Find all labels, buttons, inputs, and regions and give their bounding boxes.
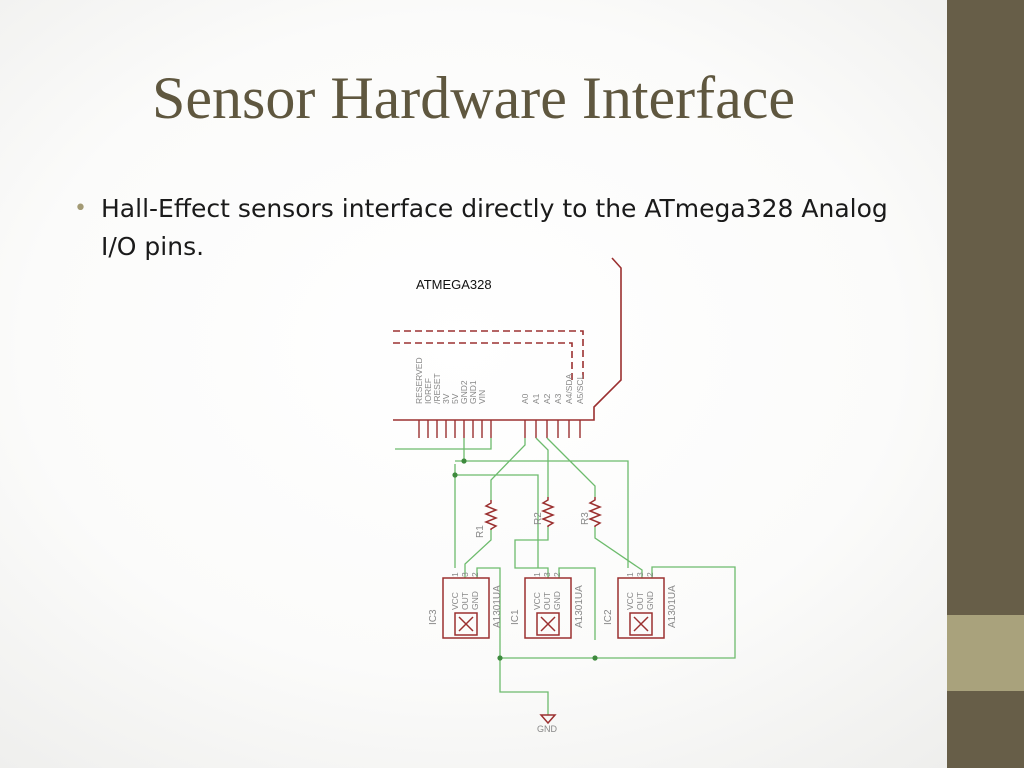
pin-label: A1 xyxy=(531,393,541,404)
pin-number: 1 xyxy=(450,572,460,577)
hall-sensor-ic3: 1 3 2 VCC OUT GND A1301UA IC3 xyxy=(428,572,503,639)
bullet-item: • Hall-Effect sensors interface directly… xyxy=(74,190,894,266)
pin-label: A0 xyxy=(520,393,530,404)
pin-number: 2 xyxy=(470,572,480,577)
pin-label: A2 xyxy=(542,393,552,404)
pin-label: 5V xyxy=(450,393,460,404)
pin-name: OUT xyxy=(635,592,645,610)
resistors xyxy=(483,497,603,530)
pin-number: 3 xyxy=(635,572,645,577)
pin-number: 2 xyxy=(552,572,562,577)
bullet-text: Hall-Effect sensors interface directly t… xyxy=(101,194,888,261)
ground-label: GND xyxy=(537,724,558,734)
resistor-label: R3 xyxy=(580,512,591,525)
pin-name: GND xyxy=(645,591,655,610)
pin-name: VCC xyxy=(532,592,542,610)
pin-name: OUT xyxy=(460,592,470,610)
sensor-part-label: A1301UA xyxy=(574,585,585,628)
junction-dots xyxy=(452,458,598,661)
pin-name: VCC xyxy=(625,592,635,610)
pin-name: VCC xyxy=(450,592,460,610)
wires xyxy=(395,437,736,715)
pin-number: 3 xyxy=(460,572,470,577)
slide-title: Sensor Hardware Interface xyxy=(152,65,795,131)
sensor-ref-label: IC3 xyxy=(428,609,439,625)
sensor-part-label: A1301UA xyxy=(492,585,503,628)
mcu-label: ATMEGA328 xyxy=(416,277,492,292)
hall-sensor-ic1: 1 3 2 VCC OUT GND A1301UA IC1 xyxy=(510,572,585,639)
pin-name: OUT xyxy=(542,592,552,610)
bullet-list: • Hall-Effect sensors interface directly… xyxy=(74,190,894,266)
pin-label: /RESET xyxy=(432,373,442,404)
pin-label: RESERVED xyxy=(414,357,424,404)
sensor-ref-label: IC2 xyxy=(603,609,614,625)
sidebar-accent-block xyxy=(947,615,1024,691)
resistor-labels: R1 R2 R3 xyxy=(475,512,591,538)
schematic-diagram: ATMEGA328 RESERVED IOREF /RESET 3V 5V GN… xyxy=(393,257,736,734)
pin-label: A5/SCL xyxy=(575,374,585,404)
pin-label: 3V xyxy=(441,393,451,404)
pin-number: 1 xyxy=(625,572,635,577)
sensor-part-label: A1301UA xyxy=(667,585,678,628)
mcu-outline xyxy=(393,257,622,421)
resistor-label: R1 xyxy=(475,525,486,538)
pin-name: GND xyxy=(552,591,562,610)
mcu-dashed-lines xyxy=(393,330,584,380)
mcu-pin-labels: RESERVED IOREF /RESET 3V 5V GND2 GND1 VI… xyxy=(414,357,585,404)
pin-label: VIN xyxy=(477,390,487,404)
hall-sensor-ic2: 1 3 2 VCC OUT GND A1301UA IC2 xyxy=(603,572,678,639)
pin-label: GND2 xyxy=(459,380,469,404)
resistor-label: R2 xyxy=(533,512,544,525)
pin-label: A3 xyxy=(553,393,563,404)
bullet-icon: • xyxy=(74,196,87,221)
pin-number: 3 xyxy=(542,572,552,577)
ground-icon xyxy=(539,714,557,725)
pin-label: IOREF xyxy=(423,378,433,404)
pin-name: GND xyxy=(470,591,480,610)
sensor-ref-label: IC1 xyxy=(510,609,521,625)
pin-number: 1 xyxy=(532,572,542,577)
mcu-pin-stubs xyxy=(418,420,581,438)
pin-number: 2 xyxy=(645,572,655,577)
pin-label: A4/SDA xyxy=(564,373,574,404)
pin-label: GND1 xyxy=(468,380,478,404)
